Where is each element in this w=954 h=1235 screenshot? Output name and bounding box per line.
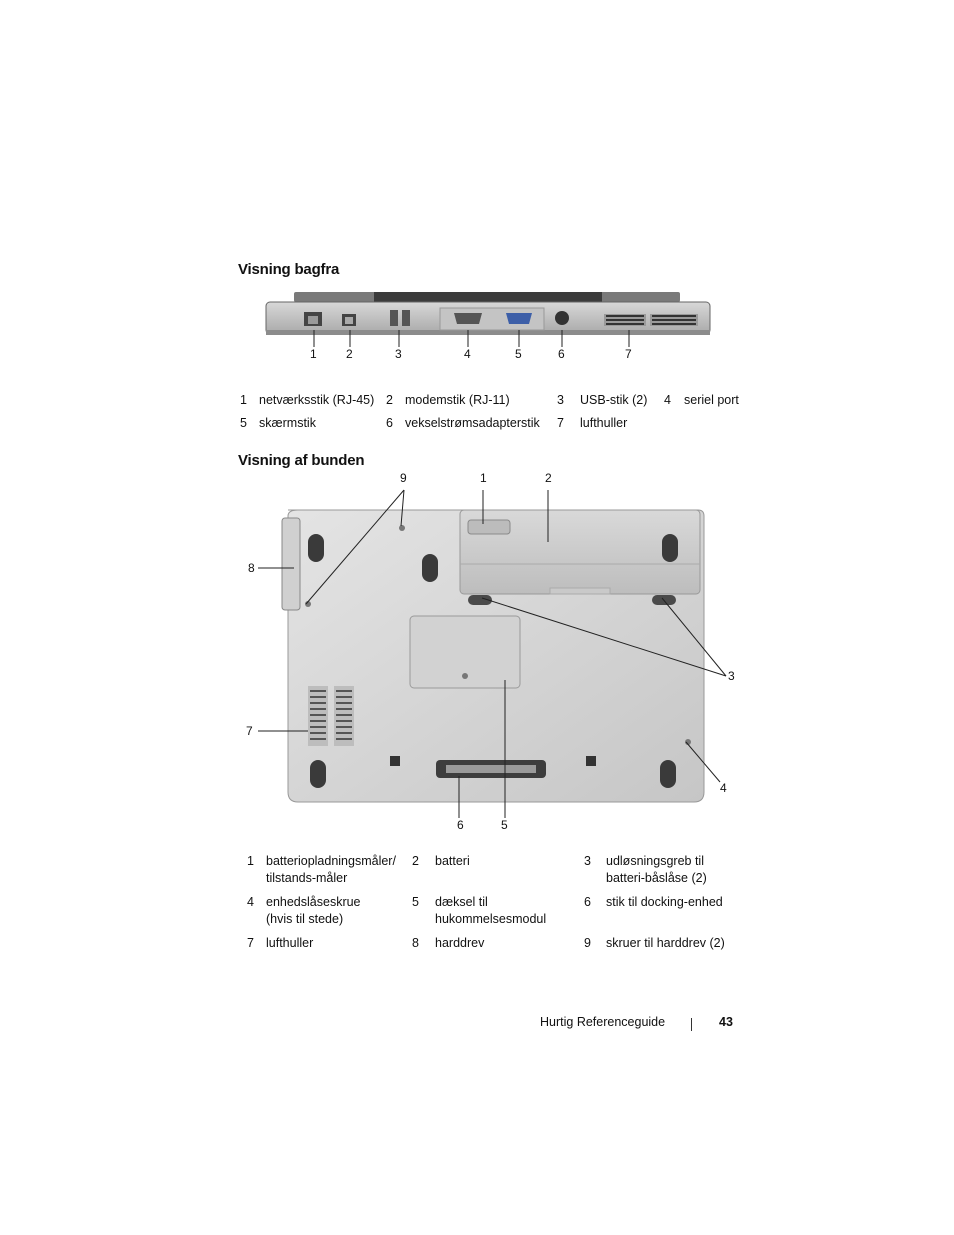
legend-number: 9 [584,936,591,950]
rear-callout-2: 2 [346,347,353,361]
legend-number: 6 [584,895,591,909]
bottom-callout-5: 5 [501,818,508,832]
legend-number: 4 [247,895,254,909]
legend-number: 7 [247,936,254,950]
serial-port-icon [454,313,482,324]
page-number: 43 [719,1015,733,1029]
bottom-callout-lines [258,489,727,818]
legend-number: 4 [664,393,671,407]
vents-icon [604,314,698,326]
hard-drive-icon [281,517,301,611]
rear-callout-5: 5 [515,347,522,361]
bottom-callout-4: 4 [720,781,727,795]
legend-text: modemstik (RJ-11) [405,393,510,407]
bottom-callout-3: 3 [728,669,735,683]
legend-text: stik til docking-enhed [606,895,723,909]
rear-callout-lines [313,330,630,347]
bottom-callout-7: 7 [246,724,253,738]
rear-callout-1: 1 [310,347,317,361]
legend-row: 4 enhedslåseskrue (hvis til stede) 5 dæk… [247,894,746,935]
legend-number: 8 [412,936,419,950]
legend-text: seriel port [684,393,739,407]
bottom-callout-8: 8 [248,561,255,575]
footer-divider [691,1018,692,1031]
rear-callout-4: 4 [464,347,471,361]
video-port-icon [506,313,532,324]
legend-text: USB-stik (2) [580,393,648,407]
legend-text: harddrev [435,936,485,950]
bottom-view-illustration [281,509,705,803]
bottom-callout-2: 2 [545,471,552,485]
legend-text: netværksstik (RJ-45) [259,393,375,407]
modem-port-icon [342,314,356,326]
legend-text: lufthuller [580,416,628,430]
legend-row: 5 skærmstik 6 vekselstrømsadapterstik 7 … [240,415,744,438]
ac-adapter-icon [555,311,569,325]
legend-number: 1 [247,854,254,868]
bottom-legend-table: 1 batteriopladningsmåler/ tilstands-måle… [247,853,746,955]
rear-callout-3: 3 [395,347,402,361]
network-port-icon [304,312,322,326]
legend-text: lufthuller [266,936,314,950]
bottom-callout-6: 6 [457,818,464,832]
legend-number: 7 [557,416,564,430]
legend-text: skruer til harddrev (2) [606,936,725,950]
legend-row: 7 lufthuller 8 harddrev 9 skruer til har… [247,935,746,955]
rear-view-title: Visning bagfra [238,261,340,278]
rear-legend-table: 1 netværksstik (RJ-45) 2 modemstik (RJ-1… [240,392,744,438]
legend-number: 1 [240,393,247,407]
legend-number: 3 [584,854,591,868]
legend-number: 6 [386,416,393,430]
legend-row: 1 batteriopladningsmåler/ tilstands-måle… [247,853,746,894]
legend-number: 5 [240,416,247,430]
bottom-callout-9: 9 [400,471,407,485]
bottom-view-title: Visning af bunden [238,452,365,469]
legend-text: udløsningsgreb til batteri-båslåse (2) [606,854,707,885]
legend-text: dæksel til hukommelsesmodul [435,895,547,926]
legend-text: batteriopladningsmåler/ tilstands-måler [266,854,396,885]
memory-cover-icon [409,615,521,689]
legend-number: 5 [412,895,419,909]
legend-number: 3 [557,393,564,407]
vents-icon [308,686,354,746]
legend-text: enhedslåseskrue (hvis til stede) [266,895,361,926]
legend-number: 2 [386,393,393,407]
rear-callout-6: 6 [558,347,565,361]
rear-callout-7: 7 [625,347,632,361]
legend-row: 1 netværksstik (RJ-45) 2 modemstik (RJ-1… [240,392,744,415]
latch-icon [468,595,492,605]
legend-number: 2 [412,854,419,868]
footer-guide-title: Hurtig Referenceguide [540,1015,666,1029]
legend-text: vekselstrømsadapterstik [405,416,540,430]
battery-gauge-icon [467,519,511,535]
bottom-callout-1: 1 [480,471,487,485]
usb-port-icon [390,310,410,326]
rear-view-illustration [265,292,711,335]
legend-text: batteri [435,854,470,868]
legend-text: skærmstik [259,416,316,430]
